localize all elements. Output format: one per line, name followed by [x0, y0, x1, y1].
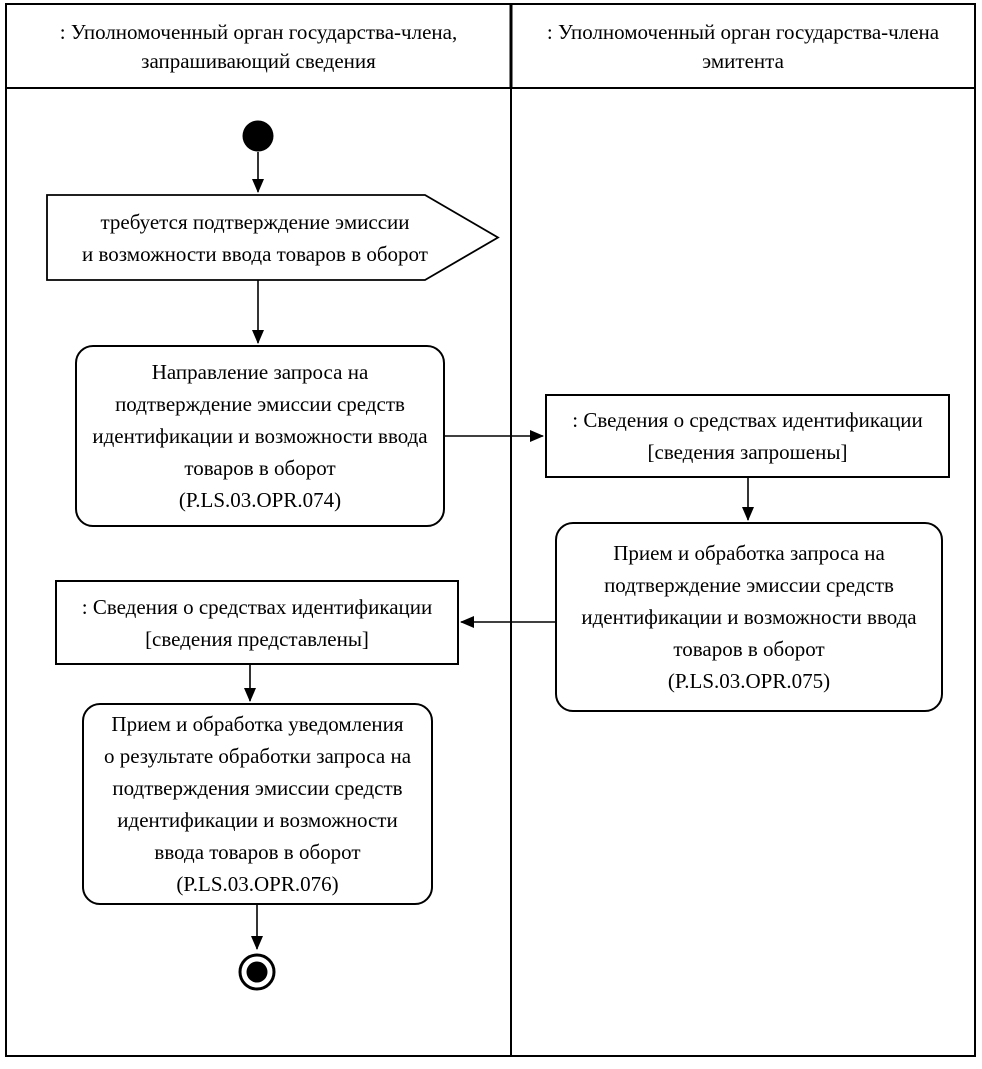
diagram-frame: [5, 3, 976, 1057]
lane-header-issuer-authority: : Уполномоченный орган государства-члена…: [546, 20, 940, 73]
final-node-core: [246, 961, 268, 983]
signal-label: требуется подтверждение эмиссии и возмож…: [82, 209, 428, 266]
object-info-requested: : Сведения о средствах идентификации [св…: [545, 394, 950, 478]
signal-shape: [46, 194, 500, 281]
activity-send-request-074: Направление запроса на подтверждение эми…: [75, 345, 445, 527]
activity-receive-process-notification-076: Прием и обработка уведомления о результа…: [82, 703, 433, 905]
initial-node: [242, 120, 274, 152]
object-info-provided: : Сведения о средствах идентификации [св…: [55, 580, 459, 665]
activity-receive-process-request-075: Прием и обработка запроса на подтвержден…: [555, 522, 943, 712]
lane-header-requesting-authority: : Уполномоченный орган государства-члена…: [59, 20, 458, 73]
